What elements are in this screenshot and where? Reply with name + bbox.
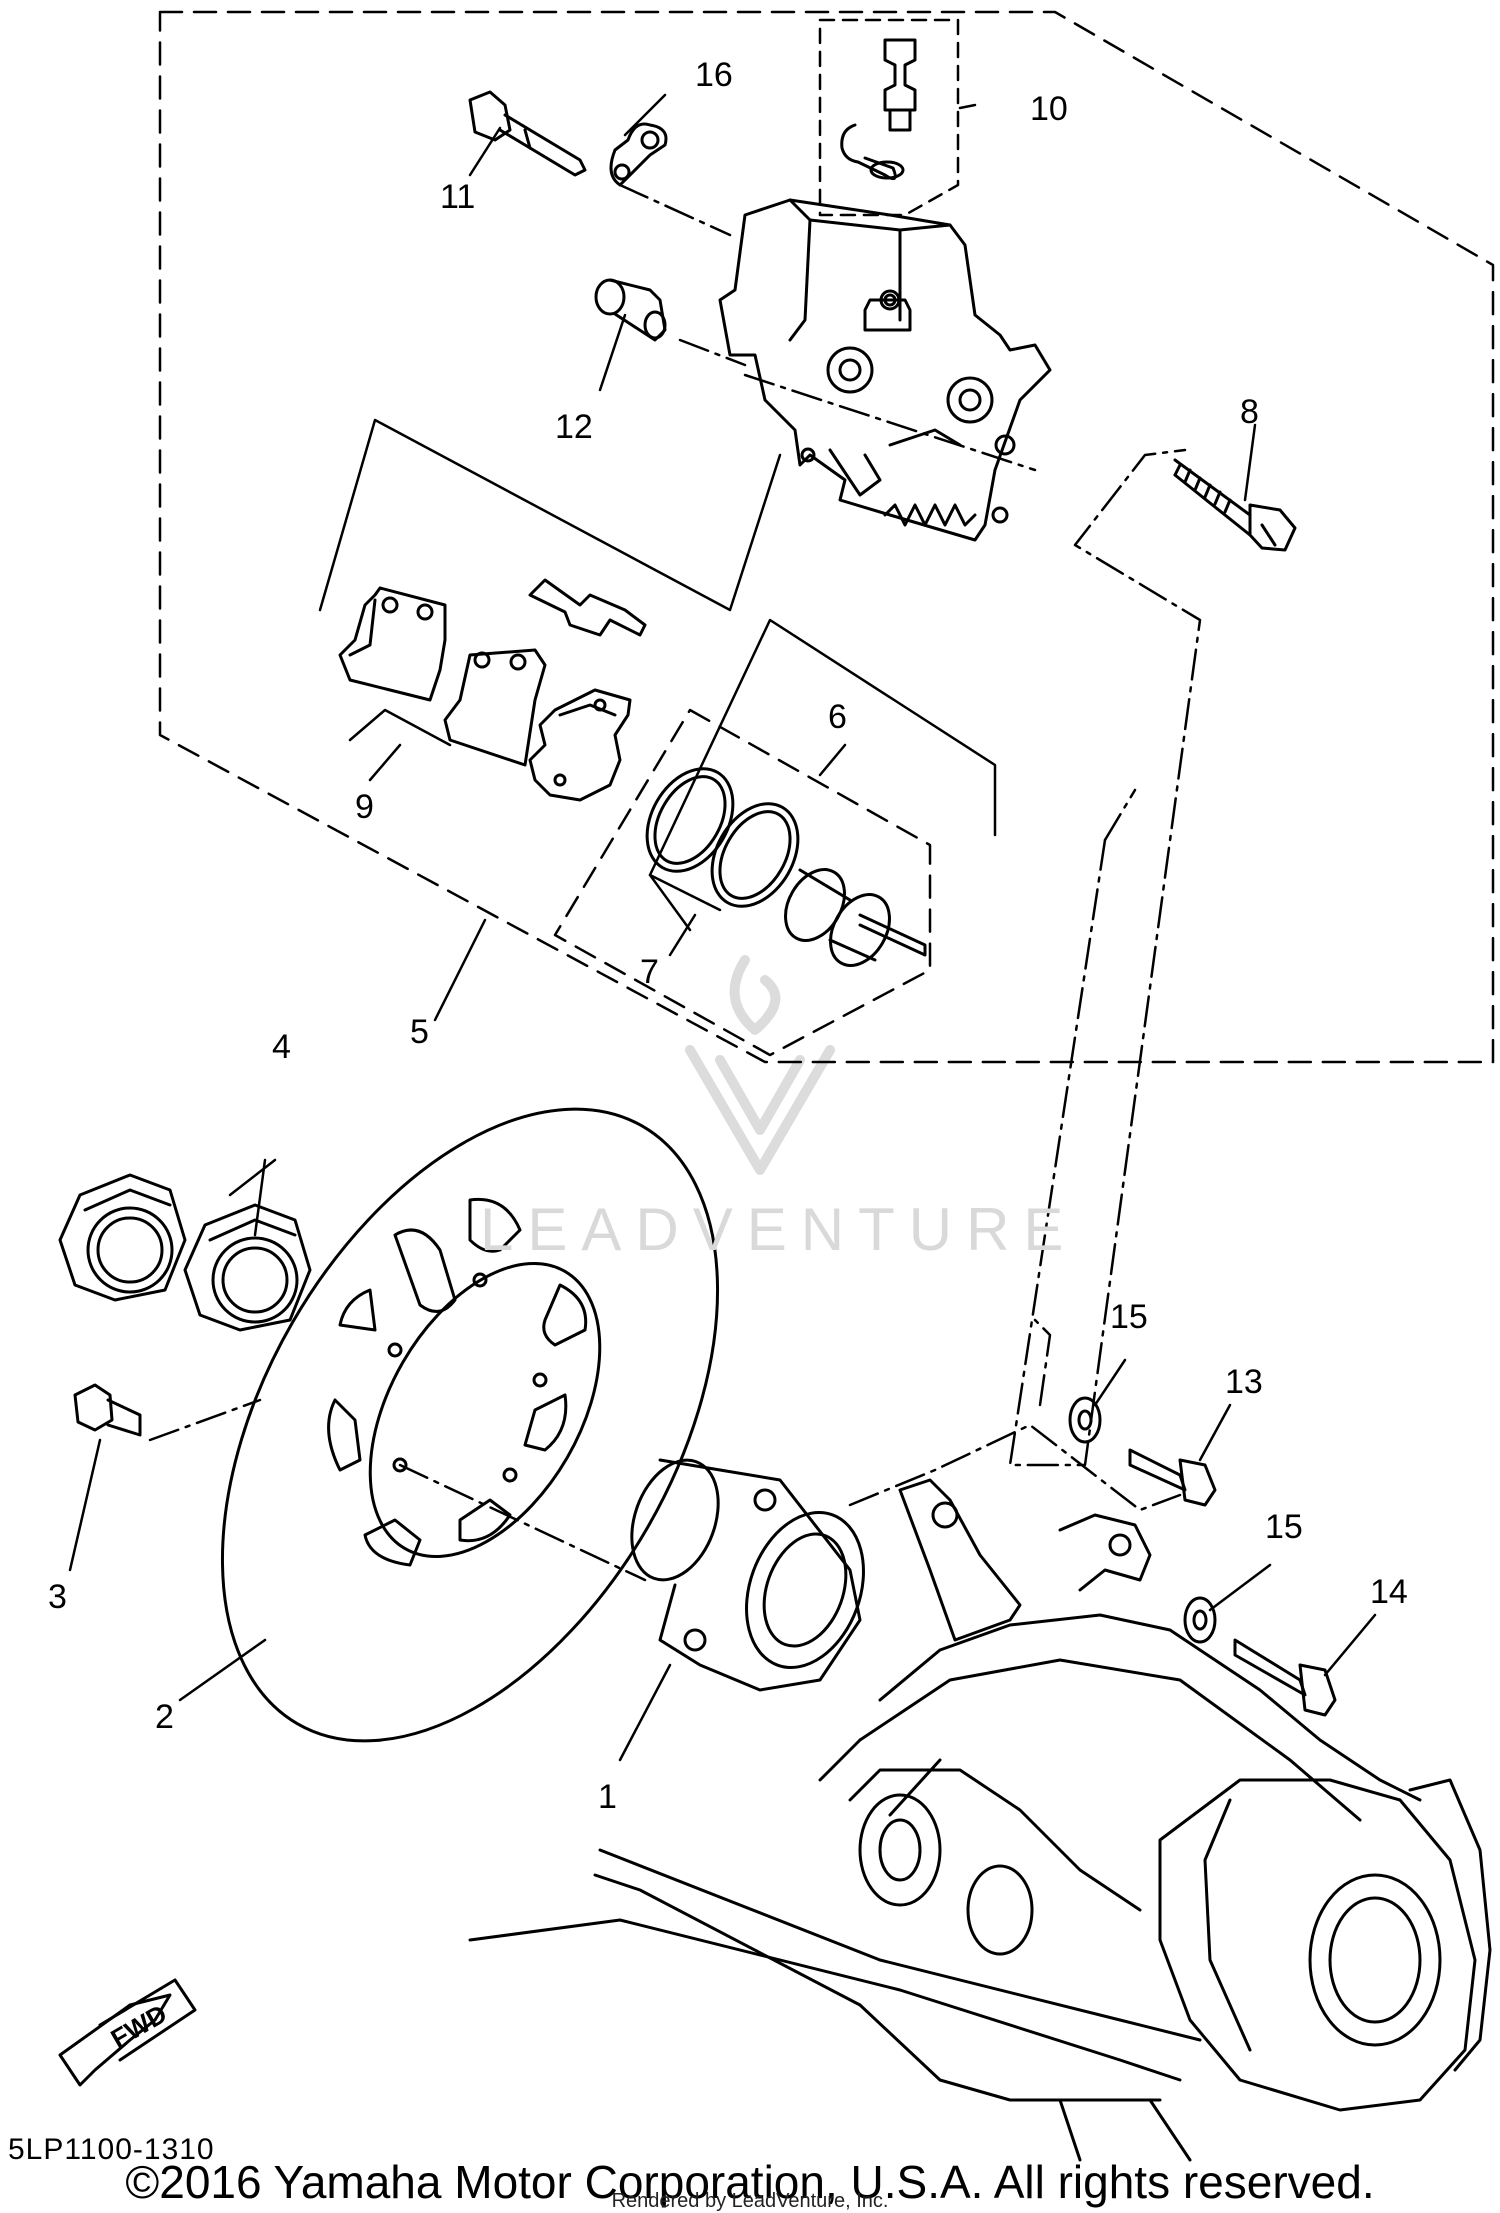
lock-nut-icon — [58, 1173, 187, 1302]
callout-3: 3 — [48, 1578, 67, 1616]
callout-6: 6 — [828, 698, 847, 736]
callout-9: 9 — [355, 788, 374, 826]
bracket-bolt-lower-icon — [1233, 1638, 1337, 1717]
caliper-spring-icon — [883, 503, 977, 527]
callout-15-lower: 15 — [1265, 1508, 1303, 1546]
callout-8: 8 — [1240, 393, 1259, 431]
callout-12: 12 — [555, 408, 593, 446]
brake-caliper-body-icon — [718, 198, 1052, 542]
diagram-code: 5LP1100-1310 — [8, 2133, 215, 2166]
watermark-text: LEADVENTURE — [480, 1196, 1078, 1263]
callout-2: 2 — [155, 1698, 174, 1736]
pad-set-leader — [318, 418, 782, 612]
pad-shim-icon — [528, 688, 632, 802]
pad-set-leader-b — [348, 708, 452, 747]
piston-leader — [648, 618, 997, 932]
forward-direction-icon — [58, 1978, 197, 2087]
caliper-mount-centerline — [1008, 448, 1202, 1467]
bracket-centerline-b — [1033, 1318, 1052, 1407]
callout-4: 4 — [272, 1028, 291, 1066]
callout-10: 10 — [1030, 90, 1068, 128]
caliper-pin-icon — [594, 278, 667, 342]
callout-11: 11 — [440, 178, 476, 216]
lock-nut-second-icon — [183, 1203, 312, 1332]
leadventure-watermark-logo — [685, 955, 835, 1175]
brake-pad-inner-icon — [338, 586, 447, 702]
callout-5: 5 — [410, 1013, 429, 1051]
seal-leader — [648, 873, 722, 912]
bolt-centerline — [743, 373, 1037, 472]
disc-bolt-icon — [73, 1383, 142, 1437]
brake-disc-icon — [220, 1107, 720, 1743]
piston-kit-boundary — [553, 708, 932, 1057]
brake-disc-hub-icon — [630, 1458, 865, 1692]
disc-hub-centerline — [398, 1463, 647, 1582]
callout-1: 1 — [598, 1778, 617, 1816]
callout-16: 16 — [695, 56, 733, 94]
washer-upper-icon — [1068, 1396, 1102, 1444]
copyright-notice: ©2016 Yamaha Motor Corporation, U.S.A. A… — [125, 2156, 1375, 2208]
bracket-centerline — [848, 1423, 1182, 1512]
piston-seal-icon — [645, 767, 735, 873]
lock-washer-icon — [609, 122, 668, 187]
pad-spring-clip-icon — [528, 578, 647, 637]
caliper-assembly-boundary — [158, 10, 1495, 1064]
caliper-piston-icon — [784, 868, 927, 967]
pin-centerline-b — [678, 338, 747, 367]
callout-15-upper: 15 — [1110, 1298, 1148, 1336]
caliper-bolt-icon — [468, 90, 587, 177]
rendered-by-note: Rendered by LeadVenture, Inc. — [611, 2190, 889, 2212]
bleed-screw-group-boundary — [818, 18, 960, 217]
washer-lower-icon — [1183, 1596, 1217, 1644]
callout-13: 13 — [1225, 1363, 1263, 1401]
brake-pad-outer-icon — [443, 648, 547, 767]
pin-centerline — [618, 183, 732, 237]
dust-seal-icon — [710, 802, 800, 908]
callout-14: 14 — [1370, 1573, 1408, 1611]
bleed-screw-icon — [840, 38, 917, 181]
swingarm-bracket-icon — [468, 1478, 1492, 2162]
disc-bolt-centerline — [148, 1398, 262, 1442]
callout-7: 7 — [640, 953, 659, 991]
caliper-mount-bolt-icon — [1173, 458, 1297, 552]
caliper-mount-centerline-b — [1103, 788, 1137, 842]
bracket-bolt-upper-icon — [1128, 1448, 1217, 1507]
callout-leaders — [68, 93, 1377, 1762]
